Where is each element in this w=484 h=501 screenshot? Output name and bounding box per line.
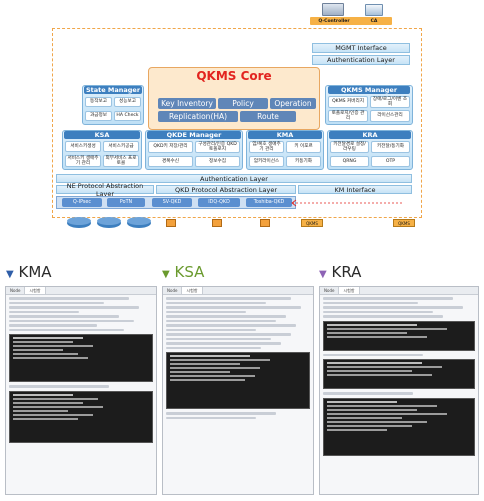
qkms-manager-cell: 라이선스관리 — [370, 110, 410, 122]
qkms-manager-cell: 장애/로그/이벤 조회 — [370, 96, 410, 108]
ca-icon — [365, 4, 383, 16]
kma-title: KMA — [248, 131, 322, 139]
ksa-heading: ▼ KSA — [162, 263, 205, 281]
qkd-device-icon — [260, 219, 270, 227]
kra-heading: ▼ KRA — [319, 263, 362, 281]
qkms-chip: QKMS — [393, 219, 415, 227]
core-policy: Policy — [218, 98, 268, 109]
qkms-chip: QKMS — [301, 219, 323, 227]
ca-label: CA — [356, 17, 392, 25]
ksa-cell: 외부서비스 프로토콜 — [103, 155, 139, 167]
kma-cell: 암/복호 생애주기 관리 — [249, 141, 284, 153]
qkms-manager-cell: 토폴로지/인증 관리 — [328, 110, 368, 122]
tab-node[interactable]: Node — [320, 287, 340, 294]
console-panel — [323, 397, 475, 456]
console-panel — [323, 359, 475, 389]
kma-cell: 키동기화 — [286, 156, 321, 167]
console-panel — [166, 352, 310, 409]
qkde-cell: 정보수집 — [195, 156, 240, 167]
qkde-cell: 구성관리/인증 QKD토폴로지 — [195, 141, 240, 153]
tab-test[interactable]: 시험항 — [182, 287, 203, 294]
qkms-core-title: QKMS Core — [196, 69, 272, 83]
kma-heading: ▼ KMA — [6, 263, 52, 281]
kma-cell: 키 이포르 — [286, 141, 321, 153]
tab-test[interactable]: 시험항 — [339, 287, 360, 294]
core-key-inventory: Key Inventory — [158, 98, 216, 109]
state-cell: HA Check — [114, 111, 141, 121]
console-panel — [9, 334, 153, 382]
kra-cell: 키전달경로 설정/라우팅 — [330, 141, 369, 153]
router-icon — [127, 217, 151, 228]
authentication-layer-bottom: Authentication Layer — [56, 174, 412, 183]
qkms-manager-cell: QKMS 커버리지 — [328, 96, 368, 108]
tab-test[interactable]: 시험항 — [25, 287, 46, 294]
router-icon — [67, 217, 91, 228]
qkde-manager-title: QKDE Manager — [147, 131, 241, 139]
core-operation: Operation — [270, 98, 316, 109]
node-toshiba-qkd: Toshiba-QKD — [246, 198, 292, 207]
qkms-manager-title: QKMS Manager — [328, 86, 410, 94]
state-manager-title: State Manager — [84, 86, 142, 94]
kra-cell: QRNG — [330, 156, 369, 167]
qkde-cell: 경복수신 — [148, 156, 193, 167]
tab-node[interactable]: Node — [6, 287, 26, 294]
kra-cell: OTP — [371, 156, 410, 167]
ksa-cell: 서비스키공급 — [103, 141, 139, 152]
console-panel — [9, 390, 153, 443]
console-panel — [323, 320, 475, 351]
ksa-cell: 서비스키생성 — [65, 141, 101, 152]
qkde-cell: QKD키 저장/관리 — [148, 141, 193, 153]
authentication-layer-top: Authentication Layer — [312, 55, 410, 65]
node-potn: PoTN — [107, 198, 145, 207]
return-arrow — [291, 199, 402, 207]
ne-protocol-layer: NE Protocol Abstraction Layer — [56, 182, 154, 198]
qkd-device-icon — [166, 219, 176, 227]
kma-cell: 암키라이선스 — [249, 156, 284, 167]
kra-title: KRA — [329, 131, 411, 139]
mgmt-interface: MGMT Interface — [312, 43, 410, 53]
core-route: Route — [240, 111, 296, 122]
kra-cell: 키전달/동기화 — [371, 141, 410, 153]
controller-label: Q-Controller — [310, 17, 358, 25]
qkd-device-icon — [212, 219, 222, 227]
node-q-ipsec: Q-IPsec — [62, 198, 102, 207]
core-replication: Replication(HA) — [158, 111, 238, 122]
controller-icon — [322, 3, 344, 16]
router-icon — [97, 217, 121, 228]
state-cell: 성능보고 — [114, 97, 141, 107]
tab-node[interactable]: Node — [163, 287, 183, 294]
ksa-heading-label: KSA — [174, 263, 205, 281]
qkd-protocol-layer: QKD Protocol Abstraction Layer — [156, 185, 296, 194]
km-interface: KM Interface — [298, 185, 412, 194]
state-cell: 과금정보 — [85, 111, 112, 121]
node-idq-qkd: IDQ-QKD — [198, 198, 240, 207]
ksa-title: KSA — [64, 131, 140, 139]
kma-heading-label: KMA — [18, 263, 52, 281]
node-sv-qkd: SV-QKD — [152, 198, 192, 207]
kra-heading-label: KRA — [331, 263, 362, 281]
state-cell: 동작보고 — [85, 97, 112, 107]
ksa-cell: 서비스키 생애주기 관리 — [65, 155, 101, 167]
